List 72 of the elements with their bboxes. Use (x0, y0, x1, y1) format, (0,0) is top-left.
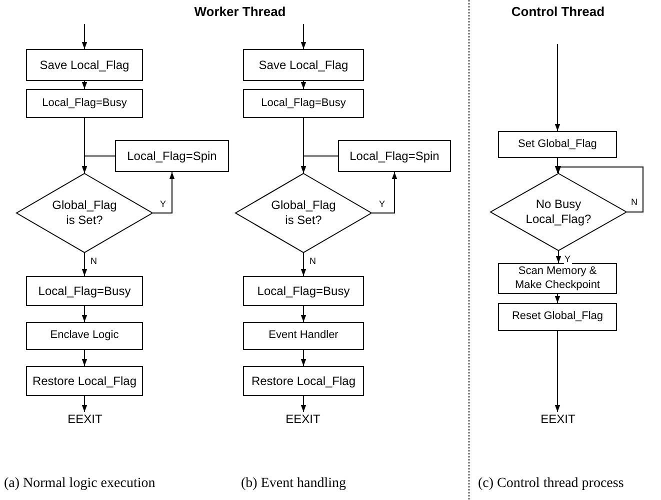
arrow (554, 158, 560, 174)
arrow (82, 252, 88, 276)
step-text: Save Local_Flag (258, 58, 350, 72)
step-text: Scan Memory & Make Checkpoint (514, 265, 601, 292)
process-box (243, 89, 364, 118)
process-box (498, 131, 617, 158)
arrow (556, 250, 562, 264)
arrow (300, 396, 306, 412)
arrow (554, 294, 560, 304)
arrow (300, 306, 306, 322)
decision-text: Global_Flag is Set? (51, 198, 118, 228)
arrow (82, 156, 116, 174)
process-box (115, 140, 229, 172)
step-text: Reset Global_Flag (510, 310, 604, 324)
subfigure-caption: (b) Event handling (241, 476, 346, 492)
edge-label: N (308, 256, 317, 267)
arrow (82, 24, 88, 50)
edge-label: N (630, 197, 638, 208)
decision-text: Global_Flag is Set? (270, 198, 337, 228)
edge-label: Y (564, 254, 572, 265)
end-label: EEXIT (60, 412, 110, 426)
step-text: Local_Flag=Busy (37, 284, 132, 298)
arrow (300, 252, 306, 276)
arrow (554, 44, 560, 132)
end-label: EEXIT (533, 412, 583, 426)
arrow (82, 80, 88, 90)
process-box (243, 366, 364, 396)
subfigure-caption: (a) Normal logic execution (4, 476, 156, 492)
step-text: Local_Flag=Busy (256, 284, 351, 298)
decision-diamond (490, 173, 627, 251)
process-box (243, 322, 364, 350)
step-text: Local_Flag=Spin (126, 148, 218, 164)
process-box (338, 140, 451, 172)
arrow (300, 80, 306, 90)
process-box (26, 89, 143, 118)
arrow (152, 172, 175, 214)
process-box (243, 276, 364, 306)
edge-label: N (90, 256, 98, 267)
process-box (243, 49, 364, 81)
step-text: Restore Local_Flag (250, 374, 357, 388)
step-text: Enclave Logic (49, 329, 120, 343)
step-text: Local_Flag=Busy (260, 96, 347, 110)
edge-label: Y (378, 199, 386, 210)
end-label: EEXIT (278, 412, 328, 426)
step-text: Event Handler (268, 329, 340, 343)
arrow (300, 24, 306, 50)
step-text: Restore Local_Flag (31, 374, 138, 388)
subfigure-caption: (c) Control thread process (478, 476, 624, 492)
decision-diamond (235, 173, 372, 253)
arrow (300, 350, 306, 366)
section-heading: Worker Thread (194, 4, 286, 19)
process-box (498, 303, 617, 331)
process-box (26, 49, 143, 81)
arrow (554, 330, 560, 412)
decision-diamond (16, 173, 153, 253)
process-box (26, 322, 143, 350)
step-text: Local_Flag=Busy (41, 96, 128, 110)
edge-label: Y (159, 199, 168, 210)
section-heading: Control Thread (511, 4, 605, 19)
process-box (26, 366, 143, 396)
step-text: Set Global_Flag (517, 138, 598, 152)
process-box (26, 276, 143, 306)
decision-text: No Busy Local_Flag? (524, 197, 592, 227)
arrow (300, 156, 338, 174)
step-text: Local_Flag=Spin (348, 148, 440, 164)
arrow (82, 396, 88, 412)
arrow (556, 166, 644, 212)
arrow (372, 172, 398, 214)
arrow (82, 350, 88, 366)
step-text: Save Local_Flag (38, 58, 130, 72)
process-box (498, 263, 617, 294)
arrow (82, 306, 88, 322)
